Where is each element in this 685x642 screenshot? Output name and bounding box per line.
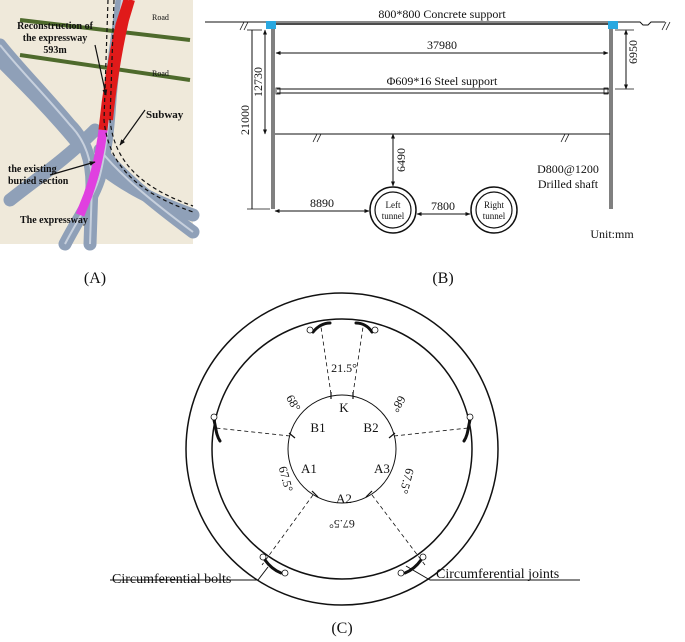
buried-label-line1: the existing (8, 164, 57, 175)
drilled-shaft-right (609, 29, 613, 209)
drilled-shaft-label: Drilled shaft (538, 177, 599, 191)
steel-depth-label: 6950 (626, 40, 640, 64)
segment-a3: A3 (374, 461, 390, 476)
subway-route (103, 0, 194, 213)
ring-inner (211, 318, 473, 580)
concrete-support-right (608, 21, 618, 29)
unit-label: Unit:mm (590, 227, 634, 241)
road-label-1: Road (152, 13, 169, 22)
segment-a2: A2 (336, 491, 352, 506)
panel-c-ring (110, 292, 580, 606)
road-lines (19, 18, 191, 82)
joint-lines (215, 326, 469, 566)
segment-a1: A1 (301, 461, 317, 476)
panel-c-labels: 21.5° 68° 68° 67.5° 67.5° 67.5° K B1 B2 … (112, 361, 559, 587)
angle-top: 21.5° (331, 361, 357, 375)
buried-pointer (49, 161, 96, 176)
depth-12730-label: 12730 (251, 67, 265, 97)
center-circle (287, 394, 397, 504)
caption-a: (A) (84, 270, 106, 287)
road-label-2: Road (152, 69, 169, 78)
drilled-shaft-spec: D800@1200 (537, 162, 599, 176)
left-tunnel-label-1: Left (386, 200, 401, 210)
reconstruction-label-line1: Reconstruction of (17, 21, 93, 32)
tunnel-cover-label: 6490 (394, 148, 408, 172)
reconstruction-label-line2: the expressway (23, 33, 88, 44)
panel-a-map: Road Road Reconstruction of the expressw… (0, 0, 200, 251)
ground-line (205, 21, 665, 26)
caption-b: (B) (432, 270, 453, 287)
panel-b-section (205, 21, 671, 234)
angle-lower-right: 67.5° (397, 467, 417, 496)
joints-label: Circumferential joints (436, 567, 559, 582)
right-tunnel-label-1: Right (484, 200, 505, 210)
segment-k: K (339, 400, 349, 415)
angle-upper-right: 68° (388, 393, 409, 415)
circumferential-bolts (212, 321, 472, 575)
bolts-label: Circumferential bolts (112, 572, 231, 587)
buried-label-line2: buried section (8, 176, 69, 187)
expressway-label: The expressway (20, 215, 88, 226)
subway-label: Subway (146, 109, 184, 121)
depth-21000-label: 21000 (238, 105, 252, 135)
reconstruction-pointer (94, 44, 108, 96)
right-tunnel-label-2: tunnel (483, 211, 506, 221)
buried-section-route (75, 129, 108, 217)
caption-c: (C) (331, 620, 352, 637)
ring-outer (185, 292, 499, 606)
joints-callout-line (405, 565, 580, 581)
concrete-support-label: 800*800 Concrete support (378, 7, 506, 21)
angle-upper-left: 68° (283, 392, 304, 414)
concrete-support-left (266, 21, 276, 29)
drilled-shaft-left (271, 29, 275, 209)
angle-bottom: 67.5° (329, 517, 355, 531)
subway-pointer (119, 109, 146, 146)
ground-hatch (239, 21, 671, 31)
panel-b-labels: 800*800 Concrete support 37980 Φ609*16 S… (238, 7, 640, 241)
reconstruction-route (98, 0, 133, 131)
left-tunnel (369, 186, 417, 234)
segment-b2: B2 (363, 420, 378, 435)
reconstruction-length: 593m (43, 45, 67, 56)
angle-lower-left: 67.5° (276, 465, 296, 494)
steel-support-label: Φ609*16 Steel support (387, 74, 498, 88)
span-label: 37980 (427, 38, 457, 52)
segment-b1: B1 (310, 420, 325, 435)
left-offset-label: 8890 (310, 196, 334, 210)
bolts-callout-line (110, 566, 269, 581)
left-tunnel-label-2: tunnel (382, 211, 405, 221)
right-tunnel (470, 186, 518, 234)
tunnel-spacing-label: 7800 (431, 199, 455, 213)
